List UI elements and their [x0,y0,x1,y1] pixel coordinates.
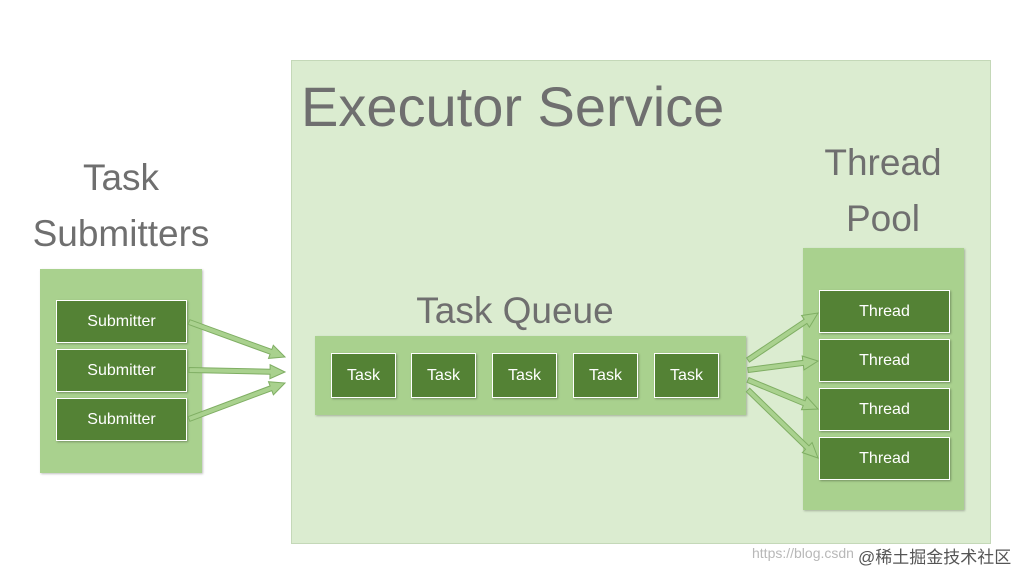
arrow-submitter-1 [187,319,287,359]
task-submitters-heading-line2: Submitters [32,213,210,254]
submitter-box-2: Submitter [56,349,187,392]
submitter-box-1: Submitter [56,300,187,343]
thread-box-3: Thread [819,388,950,431]
executor-service-title: Executor Service [301,75,725,138]
task-queue-heading: Task Queue [416,290,614,331]
arrow-thread-1 [745,312,819,363]
task-box-2: Task [411,353,476,398]
thread-box-1: Thread [819,290,950,333]
arrow-thread-4 [745,387,819,459]
task-submitters-heading: Task Submitters [8,150,234,262]
submitter-box-3: Submitter [56,398,187,441]
arrow-submitter-2 [188,363,287,380]
thread-pool-heading-line2: Pool [845,198,921,239]
watermark-url: https://blog.csdn [752,545,854,561]
arrow-thread-2 [747,355,820,374]
thread-box-2: Thread [819,339,950,382]
task-box-4: Task [573,353,638,398]
arrow-submitter-3 [187,381,287,422]
task-box-3: Task [492,353,557,398]
task-box-5: Task [654,353,719,398]
thread-pool-heading-line1: Thread [824,142,942,183]
arrow-thread-3 [746,377,820,411]
thread-pool-heading: Thread Pool [808,135,958,247]
task-submitters-heading-line1: Task [82,157,160,198]
watermark-brand: @稀土掘金技术社区 [858,548,1012,567]
task-box-1: Task [331,353,396,398]
thread-box-4: Thread [819,437,950,480]
